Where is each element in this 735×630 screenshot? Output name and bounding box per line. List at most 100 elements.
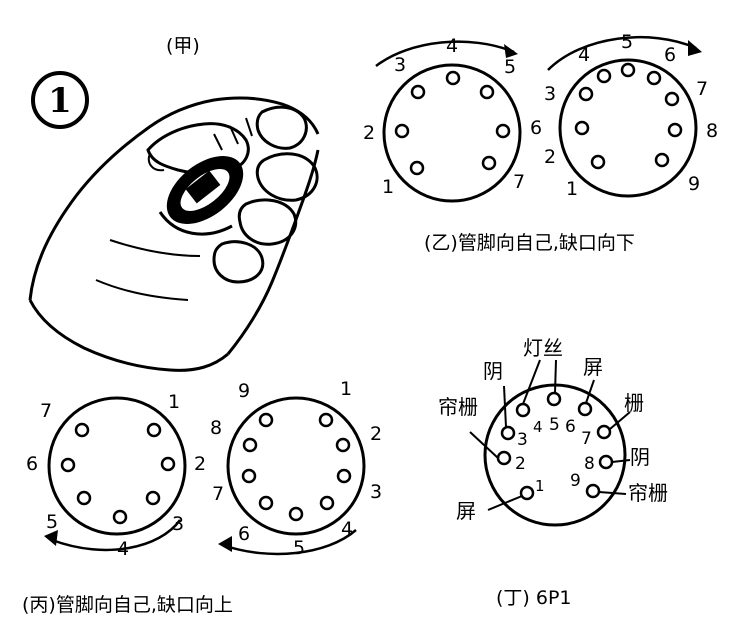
pin-hole: [258, 412, 274, 428]
palm-crease: [109, 239, 201, 257]
figure-badge: 1: [31, 71, 89, 129]
badge-circle: [31, 71, 89, 129]
arrow-head: [218, 536, 232, 552]
pin-hole: [585, 483, 601, 499]
pin-number: 3: [394, 54, 406, 76]
pin-hole: [515, 402, 531, 418]
pin-hole: [598, 454, 614, 470]
pin-number: 6: [238, 523, 250, 545]
pin-hole: [445, 70, 461, 86]
caption-bing: (丙)管脚向自己,缺口向上: [22, 594, 233, 616]
hand-outline-top: [28, 96, 320, 301]
pin-hole: [496, 450, 512, 466]
pin-hole: [479, 84, 495, 100]
panel-ding: 1 2 3 4 5 6 7 8 9 灯丝 阴 屏 帘栅 栅 阴 帘栅 屏 (丁)…: [438, 336, 668, 609]
pin-hole: [319, 495, 335, 511]
pin-hole: [242, 437, 258, 453]
yi-9pin-socket: 1 2 3 4 5 6 7 8 9: [544, 31, 718, 200]
pin-number: 4: [578, 44, 590, 66]
pin-number: 7: [581, 429, 592, 449]
label-filament: 灯丝: [523, 336, 563, 360]
pin-hole: [654, 152, 670, 168]
thumb-nail: [147, 153, 165, 172]
pin-number: 6: [26, 453, 38, 475]
pin-hole: [495, 123, 511, 139]
pin-number: 4: [117, 538, 129, 560]
pin-number: 9: [238, 380, 250, 402]
pin-hole: [519, 485, 535, 501]
pin-number: 9: [570, 471, 581, 491]
pin-number: 5: [293, 537, 305, 559]
pin-hole: [664, 91, 680, 107]
pin-hole: [76, 490, 92, 506]
pin-hole: [590, 154, 606, 170]
pin-number: 6: [664, 44, 676, 66]
pin-number: 7: [40, 400, 52, 422]
pin-hole: [241, 468, 257, 484]
middle-fingertip: [255, 152, 319, 202]
pin-number: 4: [341, 518, 353, 540]
pin-number: 2: [370, 423, 382, 445]
pin-number: 9: [688, 173, 700, 195]
pin-hole: [546, 391, 562, 407]
caption-yi: (乙)管脚向自己,缺口向下: [424, 232, 635, 254]
pin-hole: [112, 509, 128, 525]
pin-hole: [620, 62, 636, 78]
pin-number: 4: [446, 35, 458, 57]
hand-illustration: [28, 96, 320, 372]
pin-number: 5: [621, 31, 633, 53]
pin-hole: [409, 160, 425, 176]
leader-line: [522, 359, 541, 405]
leader-line: [598, 491, 627, 495]
pin-number: 2: [363, 122, 375, 144]
label-grid-right: 栅: [624, 391, 644, 415]
arrow-head: [44, 530, 58, 546]
pin-hole: [596, 424, 612, 440]
panel-jia: (甲) 1: [28, 35, 320, 372]
thumb: [146, 122, 250, 176]
pin-number: 1: [535, 477, 545, 495]
pin-hole: [288, 506, 304, 522]
pin-number: 1: [340, 378, 352, 400]
pin-hole: [577, 401, 593, 417]
pin-number: 7: [696, 78, 708, 100]
pin-number: 5: [504, 56, 516, 78]
pin-hole: [145, 490, 161, 506]
label-screen-top: 屏: [583, 355, 603, 379]
rotation-arrow: [375, 40, 515, 67]
pin-number: 3: [517, 430, 528, 450]
pin-hole: [596, 68, 612, 84]
pin-hole: [60, 457, 76, 473]
pin-hole: [500, 425, 516, 441]
pin-hole: [410, 84, 426, 100]
pin-number: 8: [584, 454, 595, 474]
pin-hole: [394, 123, 410, 139]
socket-body: [382, 63, 522, 203]
bing-7pin-socket: 1 2 3 4 5 6 7: [26, 391, 206, 560]
leader-line: [611, 459, 631, 463]
label-control-grid-right: 帘栅: [628, 481, 668, 505]
rotation-arrow: [225, 529, 357, 556]
caption-jia: (甲): [166, 35, 200, 57]
tube-pins: [213, 117, 253, 151]
pin-hole: [258, 495, 274, 511]
leader-line: [609, 411, 631, 430]
pin-number: 7: [513, 171, 525, 193]
pin-number: 3: [370, 481, 382, 503]
arrow-head: [688, 40, 702, 56]
tube-key: [185, 170, 221, 204]
rotation-arrow: [547, 35, 697, 71]
pin-hole: [318, 412, 334, 428]
pin-hole: [336, 468, 352, 484]
pin-number: 2: [544, 146, 556, 168]
pin-number: 8: [210, 417, 222, 439]
little-fingertip: [212, 240, 265, 284]
pin-number: 5: [549, 415, 560, 435]
palm-crease-2: [95, 279, 189, 301]
index-fingertip: [255, 105, 308, 150]
rotation-arrow: [51, 519, 182, 552]
pin-hole: [160, 456, 176, 472]
label-control-grid-left-1: 帘栅: [438, 395, 478, 419]
leader-line: [585, 379, 595, 404]
